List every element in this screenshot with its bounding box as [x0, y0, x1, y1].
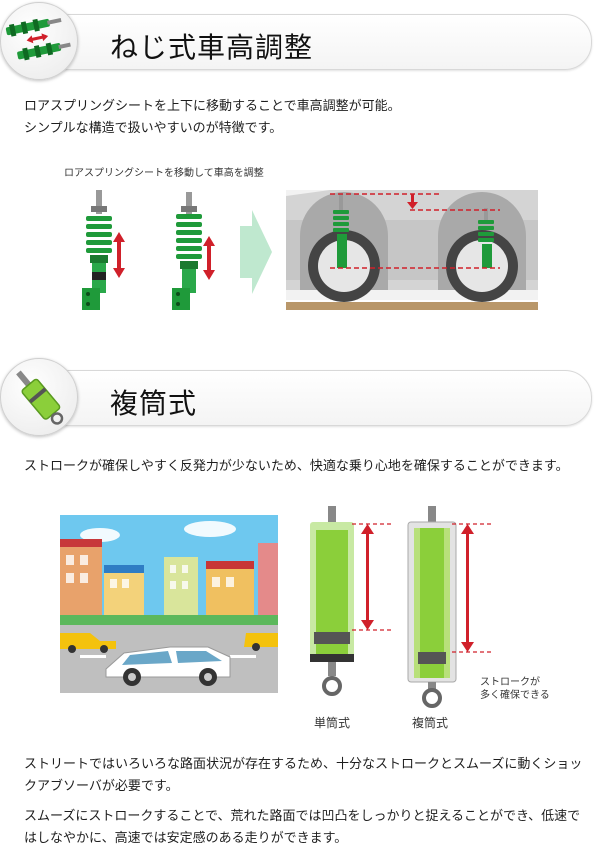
coilover-pair-icon [0, 2, 78, 80]
height-adjust-diagram [82, 190, 538, 310]
section2-body: ストロークが確保しやすく反発力が少ないため、快適な乗り心地を確保することができま… [24, 459, 569, 474]
next-arrow-icon [240, 210, 272, 294]
label-twintube: 複筒式 [412, 716, 449, 730]
twintube-shock-icon [407, 506, 457, 708]
diagram-caption: ロアスプリングシートを移動して車高を調整 [64, 168, 264, 179]
mono-stroke-arrow-icon [352, 523, 392, 631]
section2-header: 複筒式 [0, 358, 600, 438]
up-down-arrow-left-icon [113, 232, 125, 278]
section1-body: ロアスプリングシートを上下に移動することで車高調整が可能。 シンプルな構造で扱い… [24, 96, 401, 140]
monotube-shock-icon [310, 506, 354, 696]
footer-para1: ストリートではいろいろな路面状況が存在するため、十分なストロークとスムーズに動く… [24, 754, 582, 798]
twin-stroke-arrow-icon [452, 523, 492, 653]
section1-header: ねじ式車高調整 [0, 2, 600, 82]
label-monotube: 単筒式 [314, 716, 351, 730]
city-street-illustration [60, 515, 278, 693]
footer-para2: スムーズにストロークすることで、荒れた路面では凹凸をしっかりと捉えることができ、… [24, 806, 580, 850]
stroke-note-line2: 多く確保できる [480, 690, 550, 701]
stroke-note: ストロークが 多く確保できる [480, 676, 550, 702]
footer-para2-line2: はしなやかに、高速では安定感のある走りができます。 [24, 831, 348, 846]
footer-para1-line1: ストリートではいろいろな路面状況が存在するため、十分なストロークとスムーズに動く… [24, 757, 583, 772]
section1-body-line2: シンプルな構造で扱いやすいのが特徴です。 [24, 121, 283, 136]
stroke-note-line1: ストロークが [480, 677, 540, 688]
coilover-right-icon [172, 192, 202, 310]
section1-header-bar [38, 14, 592, 70]
section1-body-line1: ロアスプリングシートを上下に移動することで車高調整が可能。 [24, 99, 401, 114]
car-side-view-icon [286, 190, 538, 310]
up-down-arrow-right-icon [203, 236, 215, 280]
section1-title: ねじ式車高調整 [110, 31, 314, 64]
shock-absorber-icon [0, 358, 78, 436]
coilover-left-icon [82, 190, 112, 310]
footer-para1-line2: クアブソーバが必要です。 [24, 779, 179, 794]
shock-comparison-diagram [310, 506, 492, 708]
footer-para2-line1: スムーズにストロークすることで、荒れた路面では凹凸をしっかりと捉えることができ、… [24, 809, 581, 824]
section2-title: 複筒式 [110, 387, 198, 420]
section2-header-bar [38, 370, 592, 426]
